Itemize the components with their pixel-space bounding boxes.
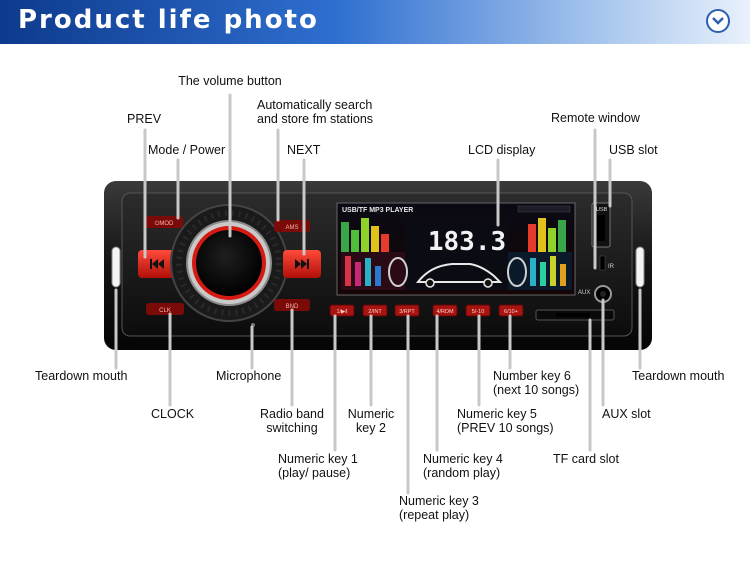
label-usb-slot: USB slot [609, 143, 658, 157]
label-radio-band: Radio band switching [252, 407, 332, 435]
remote-window [599, 255, 606, 271]
header-banner: Product life photo [0, 0, 750, 44]
label-numeric-key-3-line1: Numeric key 3 [399, 494, 479, 508]
label-numeric-key-1: Numeric key 1 (play/ pause) [278, 452, 358, 480]
numeric-key-4-label: 4/RDM [436, 309, 454, 315]
chevron-down-icon[interactable] [706, 9, 730, 33]
label-next: NEXT [287, 143, 321, 157]
label-numeric-key-4-line2: (random play) [423, 466, 501, 480]
svg-text:IR: IR [608, 264, 615, 270]
label-radio-band-line2: switching [266, 421, 318, 435]
numeric-key-1-label: 1/▶‖ [336, 309, 347, 315]
label-tf-card-slot: TF card slot [553, 452, 619, 466]
svg-text:USB: USB [596, 207, 608, 213]
numeric-key-2-label: 2/INT [368, 309, 382, 315]
label-numeric-key-1-line1: Numeric key 1 [278, 452, 358, 466]
label-number-key-6-line2: (next 10 songs) [493, 383, 580, 397]
label-numeric-key-5: Numeric key 5 (PREV 10 songs) [457, 407, 554, 435]
label-numeric-key-1-line2: (play/ pause) [278, 466, 351, 480]
numeric-key-3-label: 3/RPT [399, 309, 415, 315]
svg-text:AUX: AUX [578, 290, 590, 296]
numeric-key-5-label: 5/-10 [472, 309, 485, 315]
label-numeric-key-5-line2: (PREV 10 songs) [457, 421, 554, 435]
label-lcd-display: LCD display [468, 143, 536, 157]
label-numeric-key-4-line1: Numeric key 4 [423, 452, 503, 466]
label-aux-slot: AUX slot [602, 407, 651, 421]
svg-text:⏻MOD: ⏻MOD [155, 220, 174, 227]
label-numeric-key-2: Numeric key 2 [341, 407, 401, 435]
label-number-key-6: Number key 6 (next 10 songs) [493, 369, 579, 397]
teardown-mouth-left [111, 246, 121, 288]
svg-text:CLK: CLK [159, 308, 171, 314]
numeric-key-2[interactable] [362, 304, 388, 317]
svg-text:AMS: AMS [285, 225, 298, 231]
numeric-keys: 1/▶‖ 2/INT 3/RPT 4/RDM 5/-10 6/10+ [329, 304, 524, 317]
label-prev: PREV [127, 112, 162, 126]
svg-text:USB/TF MP3 PLAYER: USB/TF MP3 PLAYER [342, 207, 413, 214]
label-teardown-left: Teardown mouth [35, 369, 128, 383]
label-teardown-right: Teardown mouth [632, 369, 725, 383]
label-numeric-key-3: Numeric key 3 (repeat play) [399, 494, 479, 522]
label-numeric-key-2-line1: Numeric [347, 407, 395, 421]
mode-power-button [145, 216, 183, 228]
label-number-key-6-line1: Number key 6 [493, 369, 571, 383]
label-numeric-key-3-line2: (repeat play) [399, 508, 470, 522]
label-clock: CLOCK [151, 407, 195, 421]
teardown-mouth-right [635, 246, 645, 288]
label-radio-band-line1: Radio band [260, 407, 324, 421]
band-button [274, 299, 310, 311]
label-remote-window: Remote window [551, 111, 640, 125]
label-auto-search-line1: Automatically search [257, 98, 373, 112]
numeric-key-4[interactable] [432, 304, 458, 317]
label-numeric-key-5-line1: Numeric key 5 [457, 407, 537, 421]
label-auto-search-line2: and store fm stations [257, 112, 374, 126]
svg-text:183.3: 183.3 [428, 227, 506, 257]
clock-button [146, 303, 184, 315]
label-numeric-key-2-line2: key 2 [356, 421, 386, 435]
numeric-key-6-label: 6/10+ [504, 309, 518, 315]
label-numeric-key-4: Numeric key 4 (random play) [423, 452, 503, 480]
svg-text:BND: BND [286, 304, 299, 310]
label-volume-button: The volume button [178, 74, 282, 88]
label-microphone: Microphone [216, 369, 282, 383]
page-title: Product life photo [18, 5, 319, 35]
numeric-key-1[interactable] [329, 304, 355, 317]
ams-button [274, 220, 310, 232]
label-mode-power: Mode / Power [148, 143, 226, 157]
label-auto-search: Automatically search and store fm statio… [257, 98, 373, 126]
callout-lines [114, 93, 642, 495]
volume-knob [196, 230, 262, 296]
